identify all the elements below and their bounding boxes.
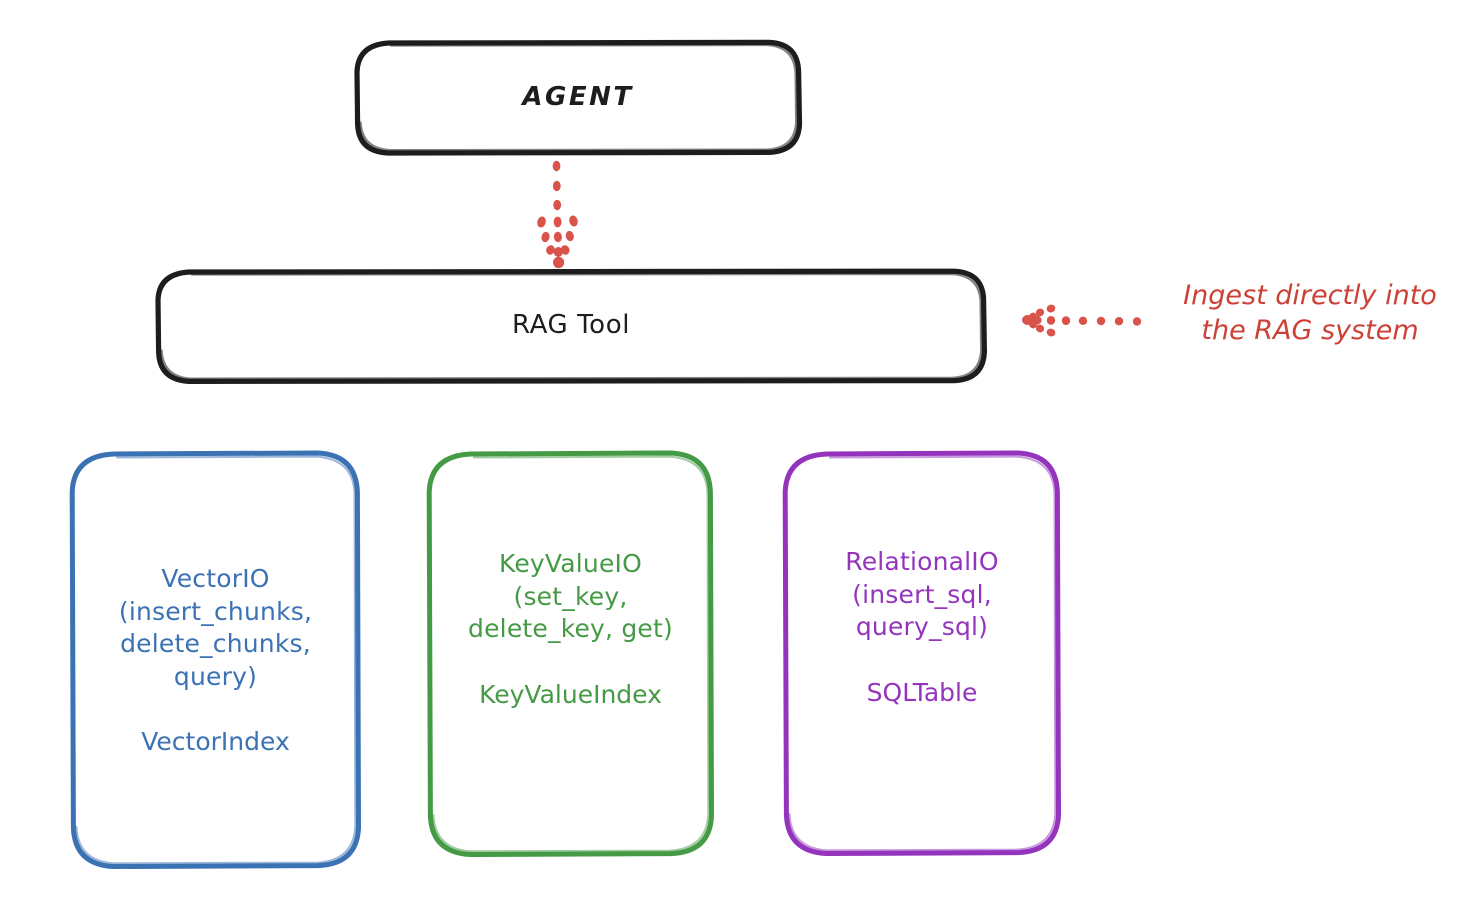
arrow-agent-to-rag-tool <box>537 160 578 269</box>
node-key-value-io-label: KeyValueIO (set_key, delete_key, get) <box>468 549 673 643</box>
relational-io-box-outline <box>782 450 1061 856</box>
node-agent[interactable]: AGENT <box>354 39 803 156</box>
node-relational-io-label: RelationalIO (insert_sql, query_sql) <box>845 547 999 641</box>
node-rag-tool[interactable]: RAG Tool <box>155 268 987 384</box>
annotation-ingest: Ingest directly into the RAG system <box>1183 280 1437 347</box>
node-vector-io[interactable]: VectorIO (insert_chunks, delete_chunks, … <box>69 450 361 869</box>
node-vector-io-sublabel: VectorIndex <box>141 727 290 756</box>
node-agent-label: AGENT <box>522 81 634 112</box>
node-relational-io[interactable]: RelationalIO (insert_sql, query_sql) SQL… <box>782 450 1061 856</box>
node-key-value-io-sublabel: KeyValueIndex <box>479 679 662 709</box>
node-key-value-io[interactable]: KeyValueIO (set_key, delete_key, get) Ke… <box>426 450 714 857</box>
node-vector-io-label: VectorIO (insert_chunks, delete_chunks, … <box>118 564 313 691</box>
node-relational-io-sublabel: SQLTable <box>866 677 978 707</box>
key-value-io-box-outline <box>426 450 714 857</box>
node-rag-tool-label: RAG Tool <box>511 310 631 341</box>
arrow-ingest-pointer <box>1022 304 1142 337</box>
